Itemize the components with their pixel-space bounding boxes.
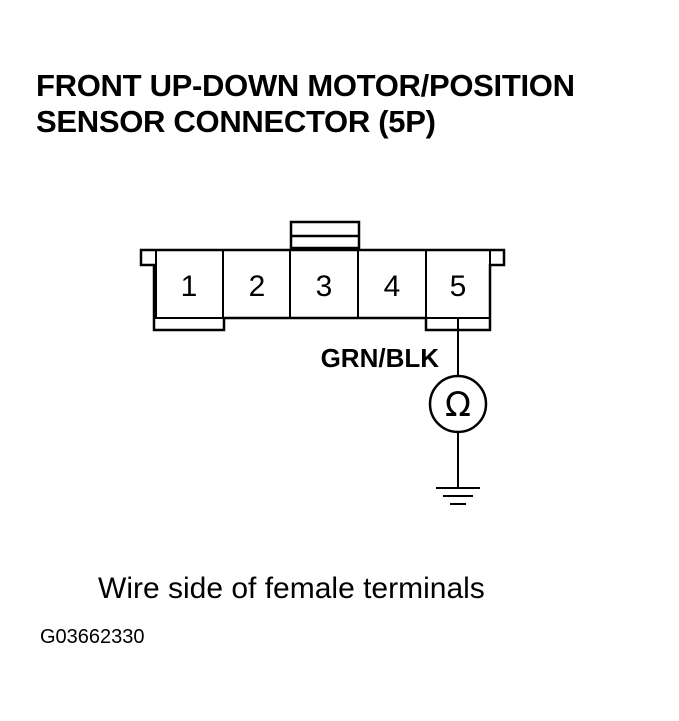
connector-lock-tab [289,220,361,250]
pin-label-5: 5 [450,270,467,303]
pin-label-2: 2 [249,270,266,303]
terminal-cavities [155,249,491,319]
pin-label-3: 3 [316,270,333,303]
diagram-title: FRONT UP-DOWN MOTOR/POSITION SENSOR CONN… [36,68,575,140]
ohmmeter-icon: Ω [428,374,488,434]
title-line-2: SENSOR CONNECTOR (5P) [36,104,436,139]
wire-color-label: GRN/BLK [321,343,440,373]
figure-id: G03662330 [40,626,145,648]
ohm-symbol: Ω [445,385,471,425]
diagram-caption: Wire side of female terminals [98,572,485,605]
title-line-1: FRONT UP-DOWN MOTOR/POSITION [36,68,575,103]
ground-icon [436,487,480,505]
pin-label-4: 4 [384,270,401,303]
pin-label-1: 1 [181,270,198,303]
